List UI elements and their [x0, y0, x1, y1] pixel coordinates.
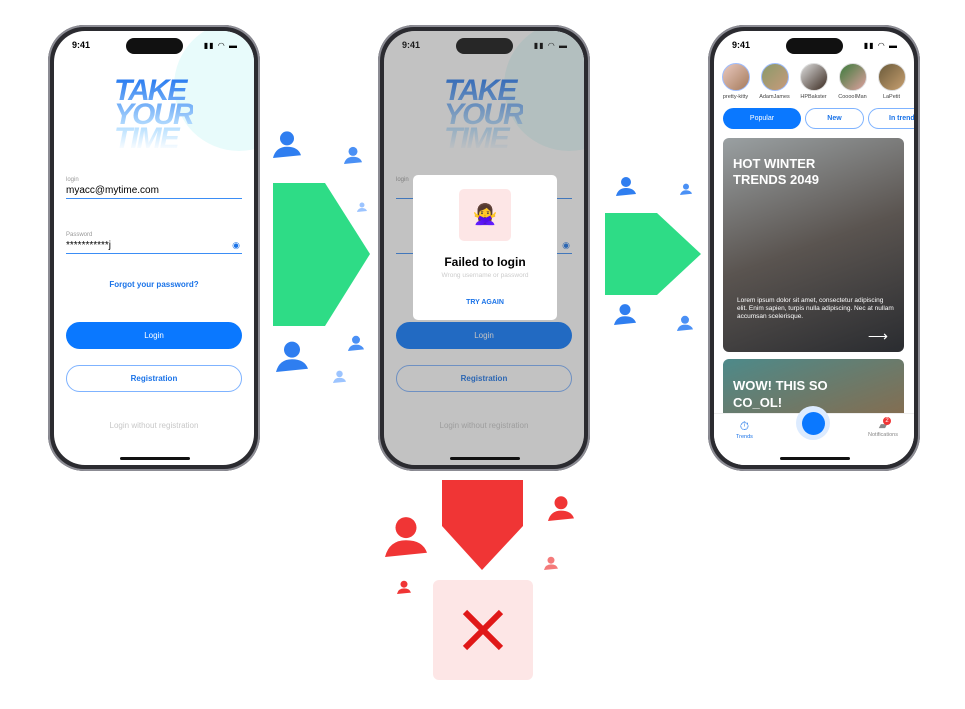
dynamic-island — [786, 38, 843, 54]
guest-login-link[interactable]: Login without registration — [109, 421, 199, 430]
story-item[interactable]: CooooIMan — [834, 63, 871, 100]
error-modal: 🙅‍♀️ Failed to login Wrong username or p… — [413, 175, 557, 320]
chip-in-trends[interactable]: In trends — [868, 108, 914, 129]
center-action-button[interactable] — [796, 406, 830, 440]
user-icon — [614, 304, 636, 325]
user-icon — [385, 517, 427, 557]
status-time: 9:41 — [402, 40, 421, 50]
gesture-no-emoji-icon: 🙅‍♀️ — [459, 189, 511, 241]
arrow-right-icon[interactable]: ⟶ — [867, 328, 888, 344]
user-icon — [273, 131, 301, 158]
dynamic-island — [456, 38, 513, 54]
login-button[interactable]: Login — [396, 322, 572, 349]
tab-trends[interactable]: ⏱Trends — [736, 419, 753, 440]
story-item[interactable]: HPBakster — [795, 63, 832, 100]
feed-screen: 9:41 ▮▮ ◠ ▬ pretty-kitty AdamJames HPBak… — [714, 31, 914, 465]
forgot-password-link[interactable]: Forgot your password? — [109, 280, 199, 289]
login-input[interactable]: myacc@mytime.com — [66, 185, 242, 199]
failure-arrow — [442, 480, 523, 570]
modal-message: Wrong username or password — [441, 272, 529, 279]
home-indicator — [780, 457, 850, 460]
user-icon — [680, 183, 692, 195]
success-arrow-2 — [605, 213, 701, 295]
user-icon — [348, 335, 364, 351]
avatar — [838, 63, 867, 91]
chip-new[interactable]: New — [805, 108, 864, 129]
trend-card[interactable]: HOT WINTER TRENDS 2049 Lorem ipsum dolor… — [723, 138, 904, 352]
avatar — [721, 63, 750, 91]
success-arrow-1 — [273, 183, 370, 326]
user-icon — [333, 370, 346, 383]
home-indicator — [120, 457, 190, 460]
status-time: 9:41 — [72, 40, 91, 50]
user-icon — [397, 580, 411, 594]
login-label: login — [396, 177, 409, 183]
registration-button[interactable]: Registration — [396, 365, 572, 392]
registration-button[interactable]: Registration — [66, 365, 242, 392]
phone-feed: 9:41 ▮▮ ◠ ▬ pretty-kitty AdamJames HPBak… — [708, 25, 920, 471]
chip-popular[interactable]: Popular — [723, 108, 801, 129]
trends-icon: ⏱ — [739, 419, 750, 433]
user-icon — [357, 202, 367, 212]
login-label: login — [66, 177, 79, 183]
notification-badge: 2 — [883, 417, 892, 425]
password-label: Password — [66, 232, 93, 238]
story-item[interactable]: pretty-kitty — [717, 63, 754, 100]
notifications-icon: ▰2 — [868, 417, 898, 432]
avatar — [760, 63, 789, 91]
user-icon — [344, 146, 362, 164]
guest-login-link[interactable]: Login without registration — [439, 421, 529, 430]
card-body: Lorem ipsum dolor sit amet, consectetur … — [737, 297, 894, 320]
user-icon — [616, 177, 636, 196]
eye-icon[interactable]: ◉ — [562, 240, 570, 250]
status-icons: ▮▮ ◠ ▬ — [533, 41, 568, 50]
status-time: 9:41 — [732, 40, 751, 50]
card-title: WOW! THIS SO CO_OL! — [733, 378, 828, 410]
user-icon — [544, 556, 558, 570]
user-icon — [276, 341, 308, 372]
try-again-button[interactable]: TRY AGAIN — [466, 299, 504, 306]
user-icon — [548, 496, 574, 521]
avatar — [877, 63, 906, 91]
status-icons: ▮▮ ◠ ▬ — [863, 41, 898, 50]
story-item[interactable]: LaPetit — [873, 63, 910, 100]
password-input[interactable]: ***********j◉ — [66, 240, 242, 254]
dynamic-island — [126, 38, 183, 54]
card-title: HOT WINTER TRENDS 2049 — [733, 156, 819, 187]
story-item[interactable]: AdamJames — [756, 63, 793, 100]
modal-title: Failed to login — [444, 255, 526, 269]
avatar — [799, 63, 828, 91]
status-icons: ▮▮ ◠ ▬ — [203, 41, 238, 50]
login-button[interactable]: Login — [66, 322, 242, 349]
eye-icon[interactable]: ◉ — [232, 240, 240, 250]
failure-box — [433, 580, 533, 680]
x-icon — [462, 609, 504, 651]
home-indicator — [450, 457, 520, 460]
user-icon — [677, 315, 693, 331]
